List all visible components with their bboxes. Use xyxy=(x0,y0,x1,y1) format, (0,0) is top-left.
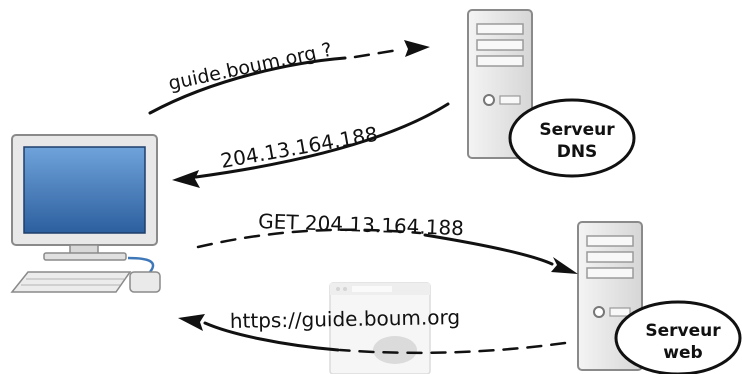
web-server-label-line2: web xyxy=(663,343,702,363)
http-response-arrow xyxy=(178,314,567,355)
arrow-icon xyxy=(404,40,430,57)
web-server-label-line1: Serveur xyxy=(645,321,721,341)
arrow-icon xyxy=(178,314,205,331)
http-request-label: GET 204.13.164.188 xyxy=(258,209,464,240)
http-request-arrow xyxy=(196,228,578,274)
web-server-bubble: Serveur web xyxy=(614,300,742,374)
dns-answer-arrow xyxy=(172,102,450,188)
http-response-label: https://guide.boum.org xyxy=(230,305,461,333)
arrow-icon xyxy=(551,257,578,274)
computer-icon xyxy=(10,134,161,293)
browser-window-icon xyxy=(329,282,431,374)
arrow-icon xyxy=(172,170,200,188)
dns-server-label-line1: Serveur xyxy=(539,120,615,140)
dns-query-arrow xyxy=(148,40,430,115)
dns-server-label-line2: DNS xyxy=(557,142,598,162)
dns-answer-label: 204.13.164.188 xyxy=(219,122,380,173)
dns-query-label: guide.boum.org ? xyxy=(166,39,334,95)
dns-server-bubble: Serveur DNS xyxy=(508,98,636,178)
